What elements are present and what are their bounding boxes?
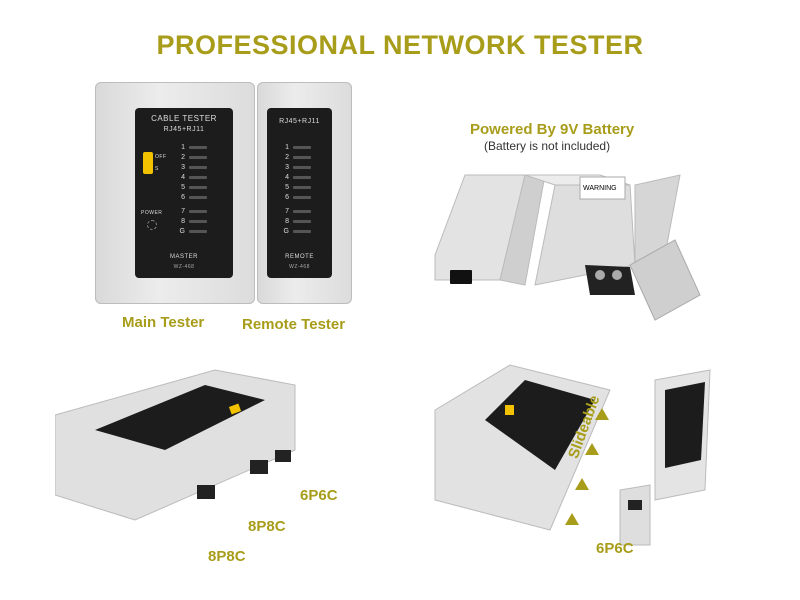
led-indicator: [293, 195, 311, 199]
slideable-tester-illustration: [434, 364, 711, 546]
port-6p6c-label-right: 6P6C: [596, 540, 634, 557]
remote-tester-label: Remote Tester: [242, 316, 346, 333]
angled-tester-illustration: [55, 369, 296, 521]
warning-label: WARNING: [583, 185, 617, 192]
led-row: 8: [281, 216, 311, 226]
led-indicator: [189, 219, 207, 223]
main-tester-label: Main Tester: [122, 314, 205, 331]
led-row: 3: [281, 162, 311, 172]
led-indicator: [189, 165, 207, 169]
led-row: G: [281, 226, 311, 236]
led-indicator: [293, 229, 311, 233]
battery-compartment-illustration: WARNING: [434, 174, 701, 321]
mode-switch[interactable]: [143, 152, 153, 174]
panel-model: WZ-468: [289, 264, 310, 270]
panel-model: WZ-468: [173, 264, 195, 270]
panel-subtitle: RJ45+RJ11: [279, 118, 320, 125]
power-label: POWER: [141, 210, 163, 216]
led-row: 3: [177, 162, 207, 172]
led-indicator: [189, 185, 207, 189]
led-indicator: [189, 155, 207, 159]
led-row: 5: [281, 182, 311, 192]
panel-title: CABLE TESTER: [151, 114, 217, 123]
led-row: 4: [281, 172, 311, 182]
led-indicator: [293, 145, 311, 149]
led-row: 8: [177, 216, 207, 226]
led-row: 7: [281, 206, 311, 216]
led-row: 1: [177, 142, 207, 152]
led-row: 1: [281, 142, 311, 152]
switch-off-label: OFF: [155, 154, 167, 160]
led-row: 4: [177, 172, 207, 182]
panel-footer: MASTER: [169, 254, 198, 260]
panel-footer: REMOTE: [285, 254, 314, 260]
battery-note: (Battery is not included): [484, 139, 611, 153]
led-indicator: [293, 165, 311, 169]
page-title: PROFESSIONAL NETWORK TESTER: [156, 30, 644, 60]
led-indicator: [189, 145, 207, 149]
led-row: G: [177, 226, 207, 236]
led-indicator: [293, 155, 311, 159]
port-8p8c-label-bottom: 8P8C: [208, 548, 246, 565]
main-tester-device: CABLE TESTER RJ45+RJ11 OFF S POWER 1 2 3…: [95, 82, 255, 304]
led-row: 6: [281, 192, 311, 202]
led-indicator: [293, 175, 311, 179]
led-row: 2: [177, 152, 207, 162]
panel-subtitle: RJ45+RJ11: [163, 126, 205, 133]
power-led-icon: [147, 220, 157, 230]
led-row: 7: [177, 206, 207, 216]
remote-tester-panel: RJ45+RJ11 1 2 3 4 5 6 7 8 G REMOTE WZ-46…: [267, 108, 332, 278]
switch-slow-label: S: [155, 166, 159, 172]
led-row: 5: [177, 182, 207, 192]
led-indicator: [189, 175, 207, 179]
main-tester-panel: CABLE TESTER RJ45+RJ11 OFF S POWER 1 2 3…: [135, 108, 233, 278]
battery-title: Powered By 9V Battery: [470, 121, 635, 138]
led-indicator: [293, 185, 311, 189]
remote-tester-device: RJ45+RJ11 1 2 3 4 5 6 7 8 G REMOTE WZ-46…: [257, 82, 352, 304]
remote-led-column: 1 2 3 4 5 6 7 8 G: [281, 142, 311, 236]
led-indicator: [293, 209, 311, 213]
main-led-column: 1 2 3 4 5 6 7 8 G: [177, 142, 207, 236]
led-row: 2: [281, 152, 311, 162]
led-indicator: [189, 195, 207, 199]
led-indicator: [293, 219, 311, 223]
port-8p8c-label-mid: 8P8C: [248, 518, 286, 535]
led-indicator: [189, 229, 207, 233]
led-row: 6: [177, 192, 207, 202]
led-indicator: [189, 209, 207, 213]
port-6p6c-label-left: 6P6C: [300, 487, 338, 504]
